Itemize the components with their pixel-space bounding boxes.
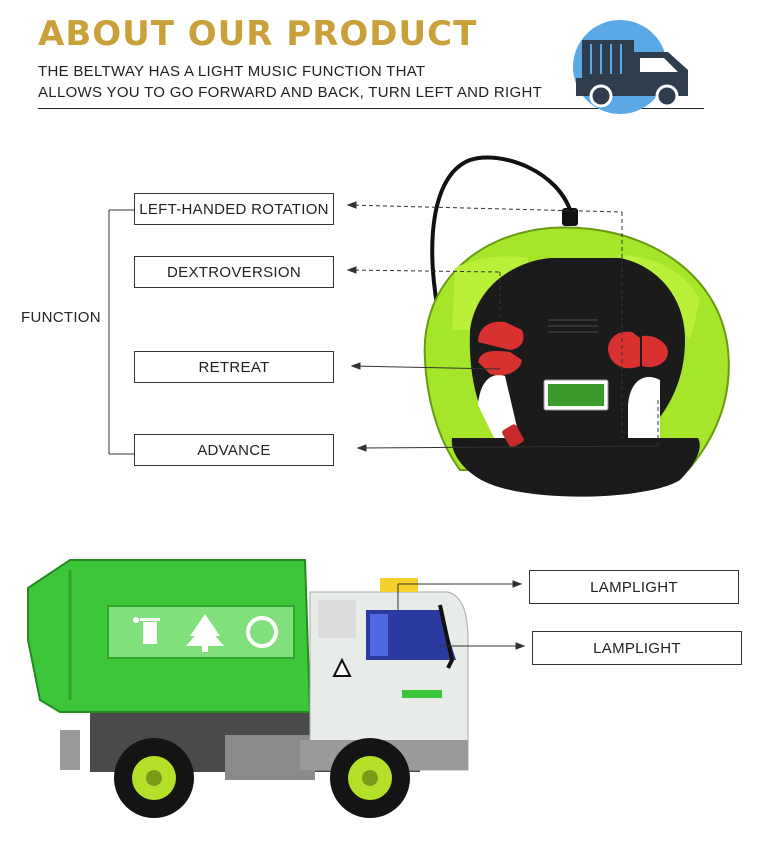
rear-wheel: [114, 738, 194, 818]
label-lamplight-bottom: LAMPLIGHT: [532, 631, 742, 665]
front-wheel: [330, 738, 410, 818]
recycle-icon: [246, 616, 278, 648]
garbage-truck-icon: [573, 20, 688, 114]
label-retreat: RETREAT: [134, 351, 334, 383]
label-advance: ADVANCE: [134, 434, 334, 466]
garbage-truck-toy: [27, 559, 469, 818]
page-title: ABOUT OUR PRODUCT: [38, 14, 478, 54]
remote-control: [423, 155, 730, 497]
header-divider: [38, 108, 704, 109]
function-bracket: [108, 209, 134, 455]
label-left-handed-rotation: LEFT-HANDED ROTATION: [134, 193, 334, 225]
remote-callout-arrows: [346, 201, 659, 452]
trash-bin-icon: [133, 617, 160, 644]
label-dextroversion: DEXTROVERSION: [134, 256, 334, 288]
label-lamplight-top: LAMPLIGHT: [529, 570, 739, 604]
product-description: THE BELTWAY HAS A LIGHT MUSIC FUNCTION T…: [38, 61, 542, 103]
description-line-1: THE BELTWAY HAS A LIGHT MUSIC FUNCTION T…: [38, 63, 426, 80]
description-line-2: ALLOWS YOU TO GO FORWARD AND BACK, TURN …: [38, 84, 543, 101]
lamp-callout-arrows: [397, 580, 526, 650]
function-group-label: FUNCTION: [21, 309, 101, 326]
tree-icon: [186, 614, 224, 652]
